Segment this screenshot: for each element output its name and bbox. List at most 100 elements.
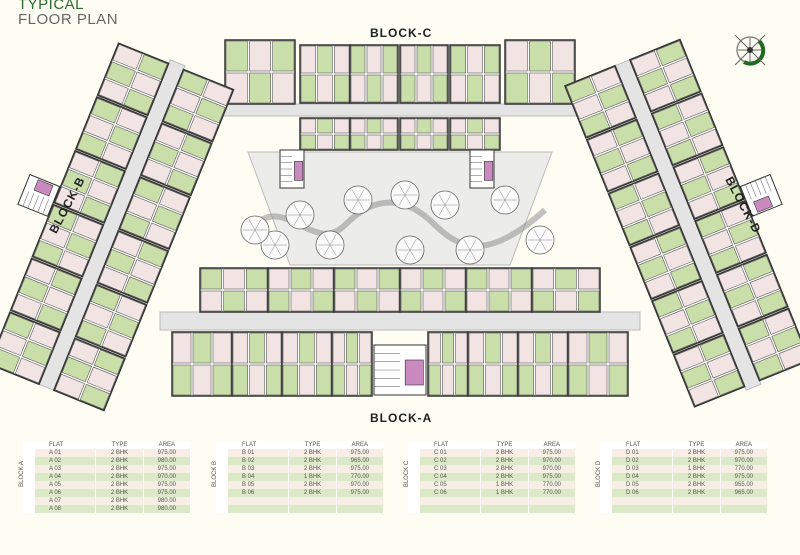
apartment-unit bbox=[231, 331, 283, 397]
table-cell: 955.00 bbox=[721, 481, 768, 489]
table-cell: 970.00 bbox=[337, 481, 384, 489]
block-c-plan bbox=[224, 39, 576, 189]
table-cell: C 04 bbox=[420, 473, 482, 481]
stair-core bbox=[373, 344, 427, 396]
column-header: TYPE bbox=[289, 441, 337, 449]
apartment-unit bbox=[96, 229, 170, 304]
tree-icon bbox=[285, 200, 315, 230]
table-cell: 2 BHK bbox=[481, 473, 529, 481]
table-cell: 2 BHK bbox=[96, 449, 144, 457]
apartment-unit bbox=[171, 331, 233, 397]
table-cell: 975.00 bbox=[529, 473, 576, 481]
table-row bbox=[228, 497, 384, 505]
table-cell: 2 BHK bbox=[481, 465, 529, 473]
table-cell bbox=[481, 497, 529, 505]
table-cell: A 04 bbox=[35, 473, 97, 481]
table-cell bbox=[721, 505, 768, 513]
table-cell: B 02 bbox=[228, 457, 290, 465]
table-cell: 1 BHK bbox=[673, 465, 721, 473]
apartment-unit bbox=[267, 267, 335, 313]
table-cell bbox=[337, 497, 384, 505]
table-cell: D 03 bbox=[612, 465, 674, 473]
table-cell: 2 BHK bbox=[673, 457, 721, 465]
table-cell: 2 BHK bbox=[289, 449, 337, 457]
column-header: AREA bbox=[721, 441, 768, 449]
table-cell: D 06 bbox=[612, 489, 674, 497]
apartment-unit bbox=[74, 96, 148, 171]
apartment-unit bbox=[737, 307, 800, 382]
tree-icon bbox=[430, 190, 460, 220]
apartment-unit bbox=[349, 44, 399, 104]
stair-core bbox=[17, 173, 61, 217]
table-block-label-cell: BLOCK D bbox=[596, 441, 612, 513]
column-header: FLAT bbox=[35, 441, 97, 449]
apartment-unit bbox=[299, 44, 351, 104]
apartment-unit bbox=[650, 279, 724, 354]
apartment-unit bbox=[585, 118, 659, 193]
tree-icon bbox=[390, 180, 420, 210]
table-cell: D 05 bbox=[612, 481, 674, 489]
north-compass-icon bbox=[734, 34, 766, 66]
apartment-unit bbox=[694, 199, 768, 274]
apartment-unit bbox=[465, 267, 533, 313]
apartment-unit bbox=[504, 39, 576, 105]
table-cell: 975.00 bbox=[337, 449, 384, 457]
table-cell: 2 BHK bbox=[481, 449, 529, 457]
column-header: FLAT bbox=[228, 441, 290, 449]
apartment-unit bbox=[628, 38, 702, 113]
table-cell bbox=[289, 505, 337, 513]
column-header: AREA bbox=[144, 441, 191, 449]
block-a-label: BLOCK-A bbox=[370, 411, 433, 425]
column-header: AREA bbox=[529, 441, 576, 449]
apartment-unit bbox=[427, 331, 469, 397]
apartment-unit bbox=[0, 311, 61, 386]
table-cell bbox=[612, 497, 674, 505]
table-block-label-cell: BLOCK B bbox=[212, 441, 228, 513]
table-cell bbox=[228, 505, 290, 513]
table-cell: 2 BHK bbox=[289, 481, 337, 489]
stair-core bbox=[279, 149, 305, 189]
table-row bbox=[612, 497, 768, 505]
column-header: TYPE bbox=[96, 441, 144, 449]
column-header: TYPE bbox=[673, 441, 721, 449]
tree-icon bbox=[525, 225, 555, 255]
table-cell: 975.00 bbox=[144, 481, 191, 489]
apartment-unit bbox=[399, 117, 449, 151]
table-cell: 975.00 bbox=[529, 449, 576, 457]
table-cell bbox=[721, 497, 768, 505]
table-cell: A 02 bbox=[35, 457, 97, 465]
table-row bbox=[420, 505, 576, 513]
apartment-unit bbox=[629, 226, 703, 301]
table-cell: A 05 bbox=[35, 481, 97, 489]
apartment-unit bbox=[449, 44, 501, 104]
table-cell bbox=[337, 505, 384, 513]
apartment-unit bbox=[9, 257, 83, 332]
table-block-label-cell: BLOCK C bbox=[404, 441, 420, 513]
apartment-unit bbox=[399, 267, 467, 313]
garden-trees bbox=[240, 180, 555, 265]
table-cell: A 03 bbox=[35, 465, 97, 473]
column-header: FLAT bbox=[420, 441, 482, 449]
table-cell: C 05 bbox=[420, 481, 482, 489]
table-cell: B 05 bbox=[228, 481, 290, 489]
table-cell: C 03 bbox=[420, 465, 482, 473]
table-cell: 975.00 bbox=[144, 465, 191, 473]
table-cell bbox=[612, 505, 674, 513]
